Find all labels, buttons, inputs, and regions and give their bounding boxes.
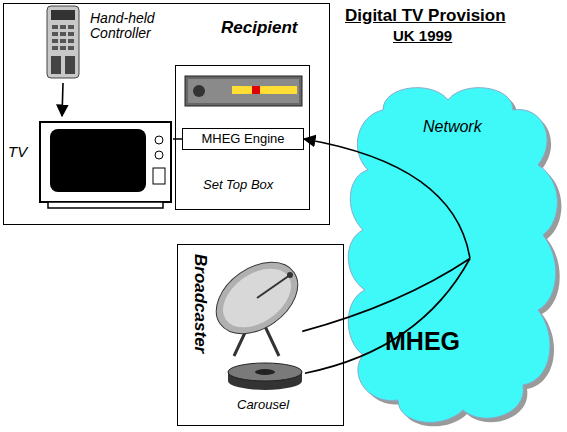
node-text: MHEG Engine: [182, 132, 304, 146]
tv-cabinet: [40, 122, 171, 202]
remote-control-symbol: [47, 6, 79, 78]
remote-screen: [51, 10, 75, 20]
node-text: Recipient: [221, 19, 298, 38]
device-light: [252, 86, 260, 94]
connector: [304, 139, 470, 259]
carousel-node: Carousel: [225, 360, 305, 415]
remote-body: [47, 6, 79, 78]
remote-key: [65, 56, 75, 74]
connector: [173, 138, 182, 140]
broadcaster-box: BroadcasterCarousel: [177, 244, 344, 426]
remote-key: [51, 56, 61, 74]
subtitle-label: UK 1999: [393, 27, 452, 44]
connector: [302, 259, 470, 332]
device-display: [232, 86, 297, 94]
tv-knob: [155, 151, 163, 159]
node-text: Hand-held Controller: [90, 11, 158, 42]
node-text: MHEG: [385, 328, 460, 356]
carousel-symbol: [228, 363, 302, 390]
device-knob: [193, 85, 205, 97]
carousel-top: [228, 363, 302, 381]
tv-node: TV: [38, 116, 173, 212]
connector: [305, 259, 470, 374]
diagram-title: Digital TV Provision: [345, 6, 506, 26]
cloud-shape: [348, 88, 557, 423]
node-text: Network: [423, 118, 482, 136]
satellite-dish-symbol: [203, 248, 311, 356]
carousel-hub: [255, 369, 275, 375]
tv-panel: [153, 168, 165, 184]
engine-box: MHEG Engine: [182, 128, 304, 150]
set-top-box: Set Top Box MHEG Engine: [175, 65, 310, 210]
recipient-box: RecipientHand-held ControllerTVSet Top B…: [3, 3, 330, 225]
dish-rim: [203, 248, 311, 349]
tv-symbol: [40, 122, 171, 208]
node-text: Carousel: [237, 398, 289, 412]
connector: [61, 83, 64, 116]
node-text: TV: [8, 144, 27, 161]
device-front: [188, 79, 299, 103]
node-text: Set Top Box: [203, 178, 273, 192]
dish-bowl: [212, 257, 302, 340]
controller-node: Hand-held Controller: [40, 3, 155, 83]
remote-buttons: [52, 25, 74, 50]
tv-knob: [155, 136, 163, 144]
dish-feed: [257, 275, 290, 298]
tv-base: [48, 202, 163, 208]
dish-feed-head: [287, 272, 293, 278]
device-body: [185, 76, 302, 106]
network-cloud: NetworkMHEG: [343, 80, 563, 430]
tv-screen: [50, 129, 146, 192]
set-top-device-symbol: [185, 76, 302, 106]
node-text: Broadcaster: [190, 254, 209, 353]
